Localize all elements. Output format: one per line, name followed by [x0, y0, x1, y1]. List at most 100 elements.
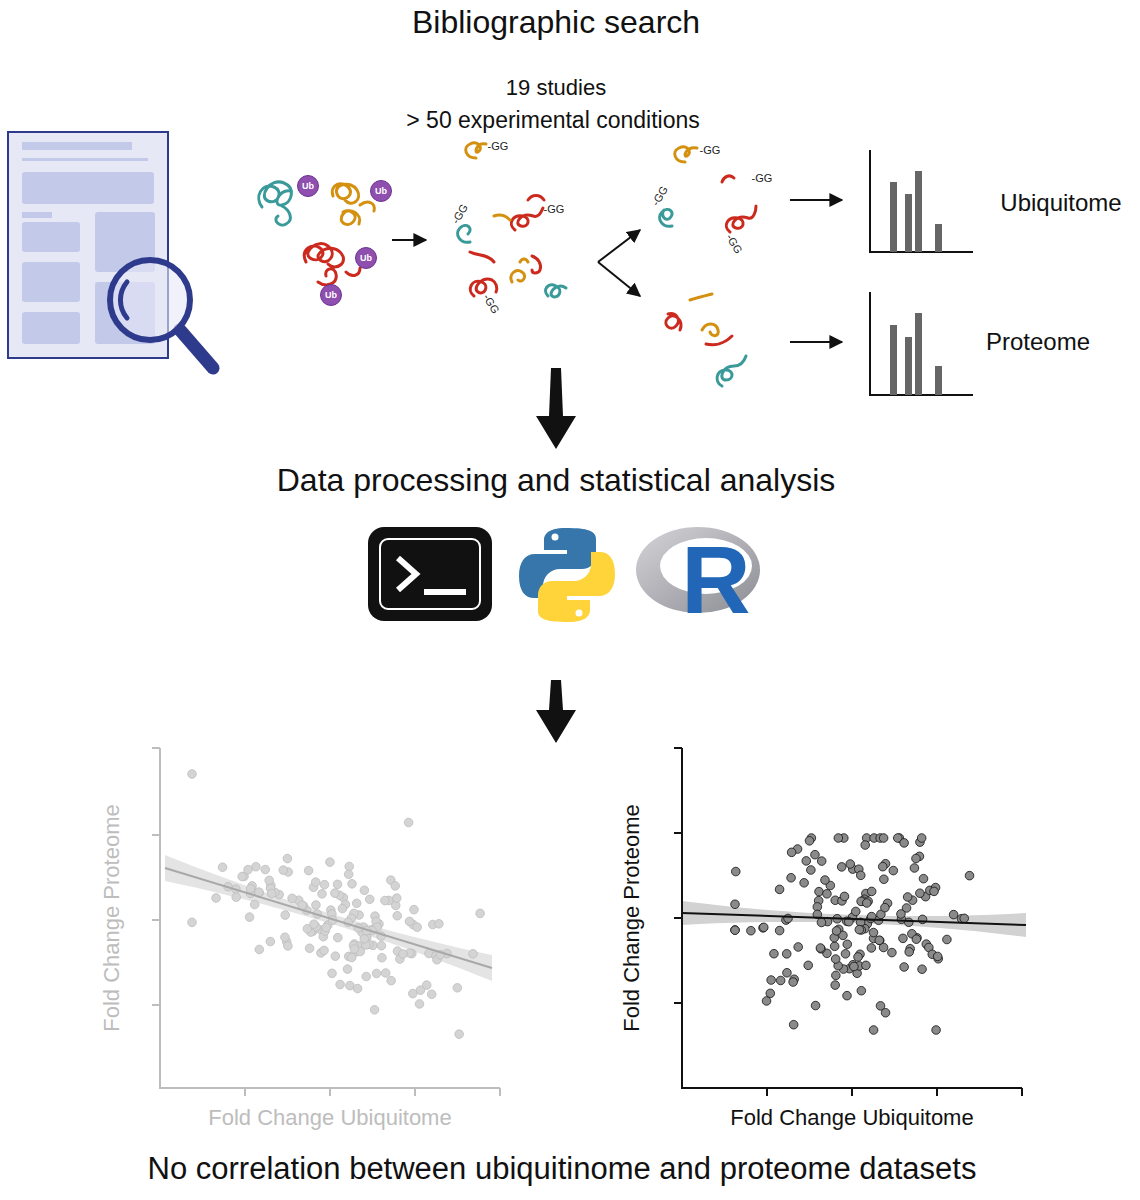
bar [905, 194, 912, 252]
gg-tag: -GG [450, 202, 470, 225]
peptide-fragment [722, 176, 756, 232]
scatter-point [348, 880, 357, 889]
scatter-point [266, 937, 275, 946]
scatter-point [932, 1026, 941, 1035]
scatter-point [910, 864, 919, 873]
scatter-point [900, 839, 909, 848]
plot-axis [674, 748, 1022, 1096]
count-label: > 50 experimental conditions [406, 109, 699, 132]
scatter-point [867, 944, 876, 953]
scatter-point [312, 901, 321, 910]
magnifier-icon [180, 330, 213, 368]
peptide-fragment [466, 143, 486, 158]
scatter-point [880, 875, 889, 884]
scatter-point [965, 871, 974, 880]
process-arrow [790, 341, 842, 343]
scatter-point [943, 935, 952, 944]
scatter-point [869, 928, 878, 937]
python-icon [519, 528, 615, 622]
scatter-point [905, 948, 914, 957]
python-icon [576, 610, 583, 617]
scatter-point [427, 990, 436, 999]
circle-shape [321, 285, 342, 306]
peptide-fragment [546, 285, 566, 297]
scatter-point [370, 1006, 379, 1015]
bar [890, 325, 897, 395]
gg-tag: -GG [752, 173, 773, 184]
scatter-point [415, 1000, 424, 1009]
bar-chart [870, 150, 973, 252]
scatter-point [789, 978, 798, 987]
figure-title: Bibliographic search [412, 6, 700, 38]
axis-label: Fold Change Proteome [101, 804, 123, 1031]
scatter-point [344, 870, 353, 879]
scatter-point [405, 917, 414, 926]
scatter-point [832, 927, 841, 936]
scatter-point [747, 926, 756, 935]
circle-shape [371, 181, 392, 202]
peptide-fragment [511, 259, 528, 282]
scatter-point [775, 885, 784, 894]
scatter-point [900, 963, 909, 972]
scatter-point [413, 923, 422, 932]
regression-line [165, 868, 492, 968]
bar [935, 224, 942, 252]
scatter-point [381, 969, 390, 978]
scatter-point [435, 920, 444, 929]
ubiquitin-circle: Ub [320, 284, 342, 306]
scatter-point [188, 770, 485, 1039]
scatter-point [393, 911, 402, 920]
dataset-label: Ubiquitome [1000, 191, 1121, 215]
scatter-point [267, 889, 276, 898]
document-icon [22, 212, 52, 218]
scatter-point [840, 892, 849, 901]
peptide-fragment [458, 143, 756, 386]
scatter-point [831, 955, 840, 964]
scatter-point [830, 942, 839, 951]
peptide-fragment [706, 336, 732, 345]
scatter-point [377, 941, 386, 950]
scatter-point [903, 893, 912, 902]
scatter-point [284, 942, 293, 951]
scatter-point [804, 961, 813, 970]
ubiquitin-circle: Ub [297, 175, 319, 197]
python-icon [538, 552, 615, 622]
scatter-point [856, 871, 865, 880]
scatter-point [265, 876, 274, 885]
scatter-point [731, 834, 974, 1035]
process-arrow [598, 262, 640, 296]
scatter-point [869, 1026, 878, 1035]
scatter-point [912, 854, 921, 863]
document-icon [22, 172, 154, 204]
gg-tag: -GG [481, 292, 501, 315]
scatter-point [731, 867, 740, 876]
peptide-fragment [470, 279, 496, 296]
scatter-point [782, 950, 791, 959]
peptide-fragment [702, 324, 718, 336]
scatter-point [789, 1020, 798, 1029]
scatter-point [837, 863, 846, 872]
peptide-fragment [690, 294, 712, 300]
axis-label: Fold Change Ubiquitome [730, 1107, 973, 1129]
scatter-point [930, 887, 939, 896]
scatter-point [328, 969, 337, 978]
circle-shape [298, 176, 319, 197]
scatter-point [846, 860, 855, 869]
figure-caption: No correlation between ubiquitinome and … [148, 1153, 977, 1184]
scatter-point [279, 866, 288, 875]
scatter-point [331, 889, 340, 898]
ubiquitin-circle: Ub [370, 180, 392, 202]
scatter-point [805, 837, 814, 846]
scatter-point [310, 920, 319, 929]
scatter-point [817, 918, 826, 927]
scatter-point [861, 841, 870, 850]
plot-axis [152, 748, 500, 1096]
peptide-fragment [660, 210, 673, 227]
scatter-point [188, 770, 197, 779]
scatter-point [410, 905, 419, 914]
r-logo-letter: R [681, 532, 750, 628]
scatter-point [731, 900, 740, 909]
scatter-point [802, 857, 811, 866]
scatter-point [378, 953, 387, 962]
plot-axis [160, 748, 500, 1088]
